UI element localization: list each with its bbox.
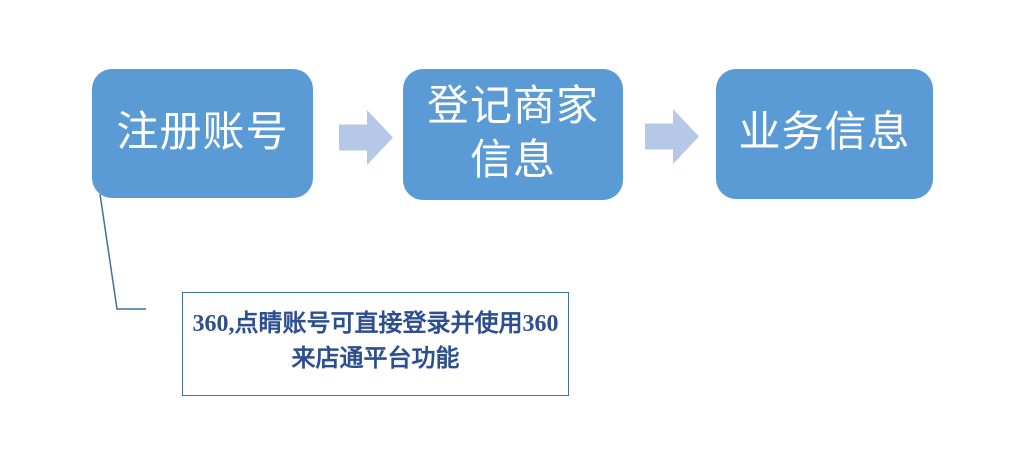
flow-step-register-account: 注册账号 [92, 69, 313, 198]
flow-step-label: 注册账号 [116, 109, 289, 156]
callout-note: 360,点睛账号可直接登录并使用360 来店通平台功能 [182, 292, 569, 396]
flow-step-merchant-info-registration: 登记商家 信息 [403, 69, 623, 200]
arrow-right-icon [645, 109, 699, 164]
flow-step-label: 登记商家 [426, 83, 599, 130]
flow-step-label: 业务信息 [738, 110, 911, 157]
arrow-right-icon [339, 110, 393, 165]
callout-connector-line [99, 193, 146, 310]
callout-text-line: 来店通平台功能 [291, 346, 460, 372]
callout-text-line: 360,点睛账号可直接登录并使用360 [192, 311, 559, 337]
flow-step-business-info: 业务信息 [716, 69, 933, 199]
flow-step-label: 信息 [469, 137, 556, 184]
